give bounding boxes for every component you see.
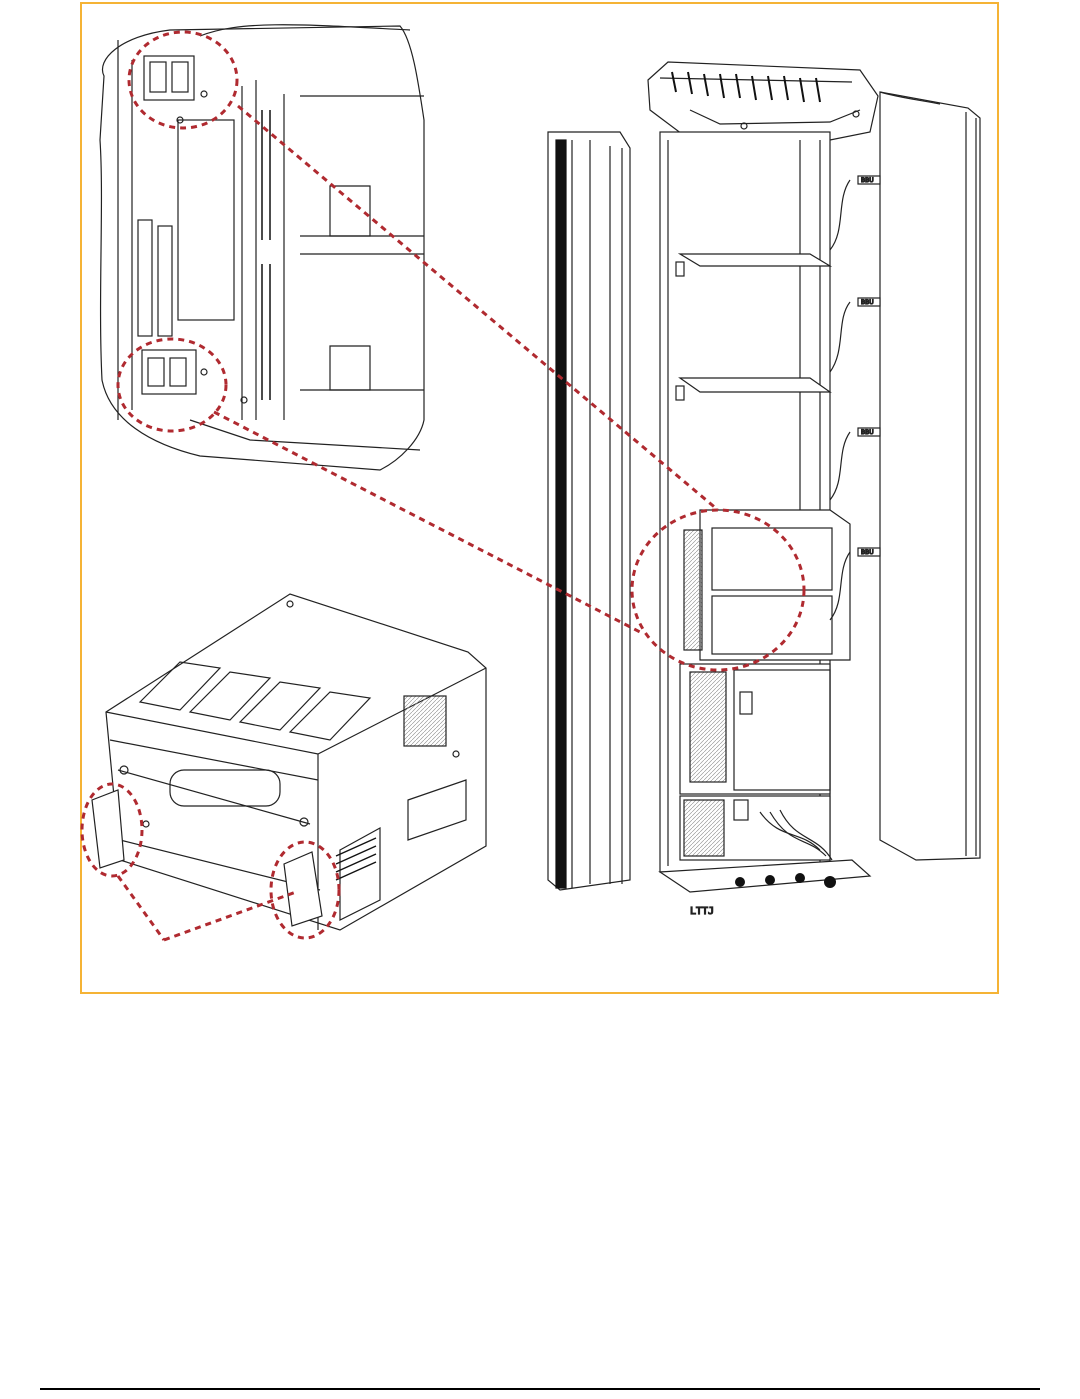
cable-tag-2: BBU: [861, 299, 874, 306]
cable-tag-4: BBU: [861, 549, 874, 556]
cabinet-left-door: [548, 132, 630, 890]
zoom-detail-view: [100, 25, 424, 470]
cabinet-bottom-label: LTTJ: [690, 906, 714, 917]
cable-tag-3: BBU: [861, 429, 874, 436]
cabinet-roof: [648, 62, 878, 140]
cable-tag-1: BBU: [861, 177, 874, 184]
cabinet-drawing: BBU BBU BBU BBU LTTJ: [548, 62, 980, 917]
cabinet-right-door: [880, 92, 980, 860]
footer-divider: [40, 1388, 1040, 1390]
baseband-module-drawing: [92, 594, 486, 930]
cabinet-body: [660, 132, 870, 892]
